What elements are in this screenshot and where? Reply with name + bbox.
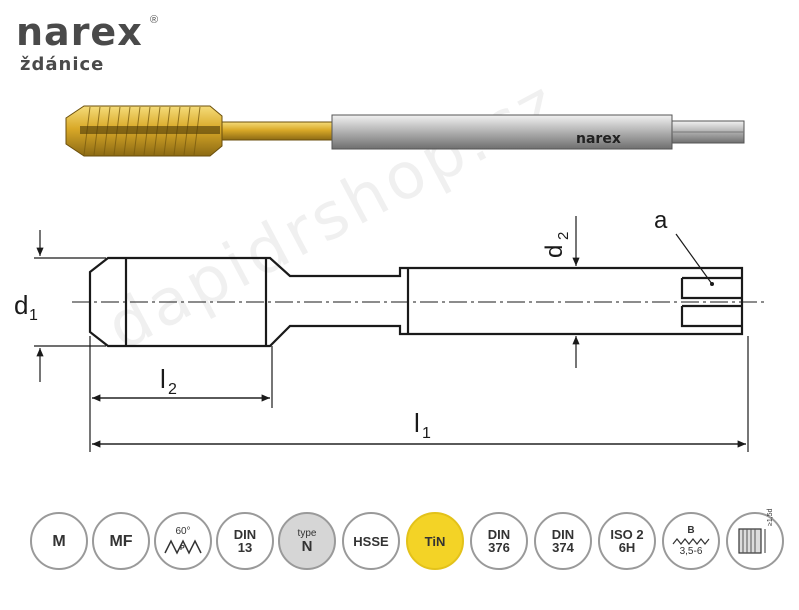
shank-brand-label: narex (576, 131, 621, 147)
badge-metric-fine: MF (92, 512, 150, 570)
badge-din376: DIN 376 (470, 512, 528, 570)
badge-metric: M (30, 512, 88, 570)
badge-blind-hole: ≥1,5d (726, 508, 784, 570)
badge-din376-line2: 376 (488, 540, 510, 555)
dim-d1 (34, 230, 106, 382)
badge-din374-line1: DIN (551, 527, 575, 542)
label-l2: l (160, 364, 166, 394)
technical-drawing: narex d 1 d 2 a l 2 l 1 (14, 105, 764, 452)
badge-iso2: ISO 2 6H (598, 512, 656, 570)
badge-type-label: type (297, 528, 317, 539)
badge-hsse: HSSE (342, 512, 400, 570)
label-d2: d (541, 245, 568, 258)
badge-blind-hole-depth: ≥1,5d (767, 508, 774, 526)
badge-din376-line1: DIN (487, 527, 511, 542)
dim-l1 (92, 336, 749, 452)
dim-a-leader (675, 233, 713, 285)
narex-logo: narex ® ždánice (16, 10, 159, 80)
badge-metric-text: M (52, 532, 66, 550)
badge-thread-angle: 60° P (154, 512, 212, 570)
badge-chamfer-letter: B (687, 525, 695, 536)
label-l2-sub: 2 (168, 381, 177, 398)
spec-badges: M MF 60° P DIN 13 type N HSSE TiN DIN 37… (0, 508, 799, 582)
label-d1: d (14, 290, 28, 320)
badge-din13-line1: DIN (233, 527, 257, 542)
badge-tin: TiN (406, 512, 464, 570)
logo-city: ždánice (20, 54, 105, 75)
badge-metric-fine-text: MF (109, 532, 133, 550)
logo-registered-mark: ® (150, 14, 159, 26)
badge-thread-pitch-text: P (180, 545, 185, 552)
label-d2-sub: 2 (555, 232, 572, 240)
badge-chamfer-threads: 3,5-6 (679, 546, 703, 557)
label-l1: l (414, 408, 420, 438)
badge-hsse-text: HSSE (353, 533, 389, 549)
label-l1-sub: 1 (422, 425, 431, 442)
tap-photo: narex (65, 105, 745, 157)
dim-a-point (710, 282, 714, 286)
label-d1-sub: 1 (29, 307, 38, 324)
blind-hole-icon (738, 528, 766, 554)
badge-thread-angle-text: 60° (175, 525, 191, 537)
badge-din374-line2: 374 (552, 540, 574, 555)
badge-din13-line2: 13 (237, 540, 253, 555)
badge-type-n: type N (278, 512, 336, 570)
logo-brand: narex (16, 10, 143, 54)
badge-tin-text: TiN (424, 533, 446, 549)
badge-iso2-line1: ISO 2 (610, 527, 644, 542)
badge-din13: DIN 13 (216, 512, 274, 570)
badge-chamfer-form: B 3,5-6 (662, 512, 720, 570)
chamfer-thread-icon (672, 538, 710, 545)
badge-din374: DIN 374 (534, 512, 592, 570)
label-a: a (654, 207, 668, 234)
badge-iso2-line2: 6H (618, 540, 636, 555)
dim-l2 (89, 336, 273, 452)
thread-profile-icon: P (164, 538, 202, 555)
tap-outline (88, 256, 744, 348)
badge-type-value: N (301, 538, 313, 555)
